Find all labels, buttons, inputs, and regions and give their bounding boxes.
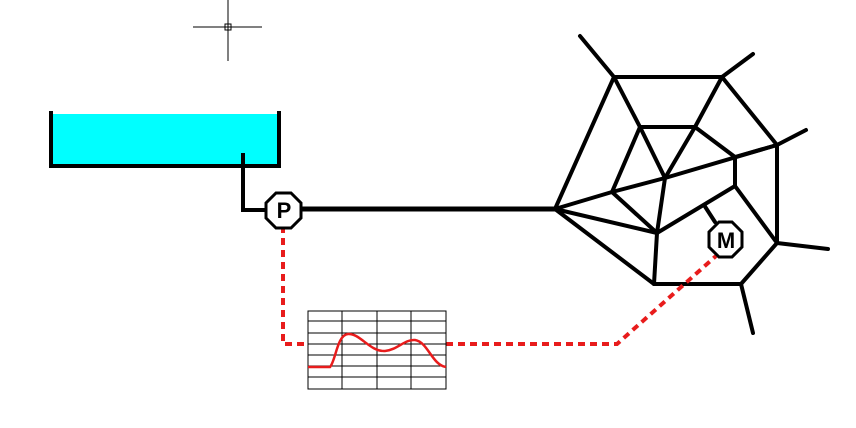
signal-link [281,226,308,346]
pump-label: P [277,198,292,223]
outer-ring-pipes [553,75,779,286]
meter-label: M [717,228,735,253]
meter-icon[interactable]: M [707,220,744,259]
inner-ring-pipes [610,125,737,235]
pipe-network [553,34,830,335]
tank-water [52,114,278,166]
supply-pipe [241,153,266,212]
signal-link-meter [446,254,718,346]
chart-curve [308,332,447,369]
tank-walls [49,111,281,168]
pump-icon[interactable]: P [264,191,303,230]
reservoir-tank [49,111,281,168]
crosshair-cursor-icon [193,0,262,61]
trend-chart-panel [307,310,447,390]
